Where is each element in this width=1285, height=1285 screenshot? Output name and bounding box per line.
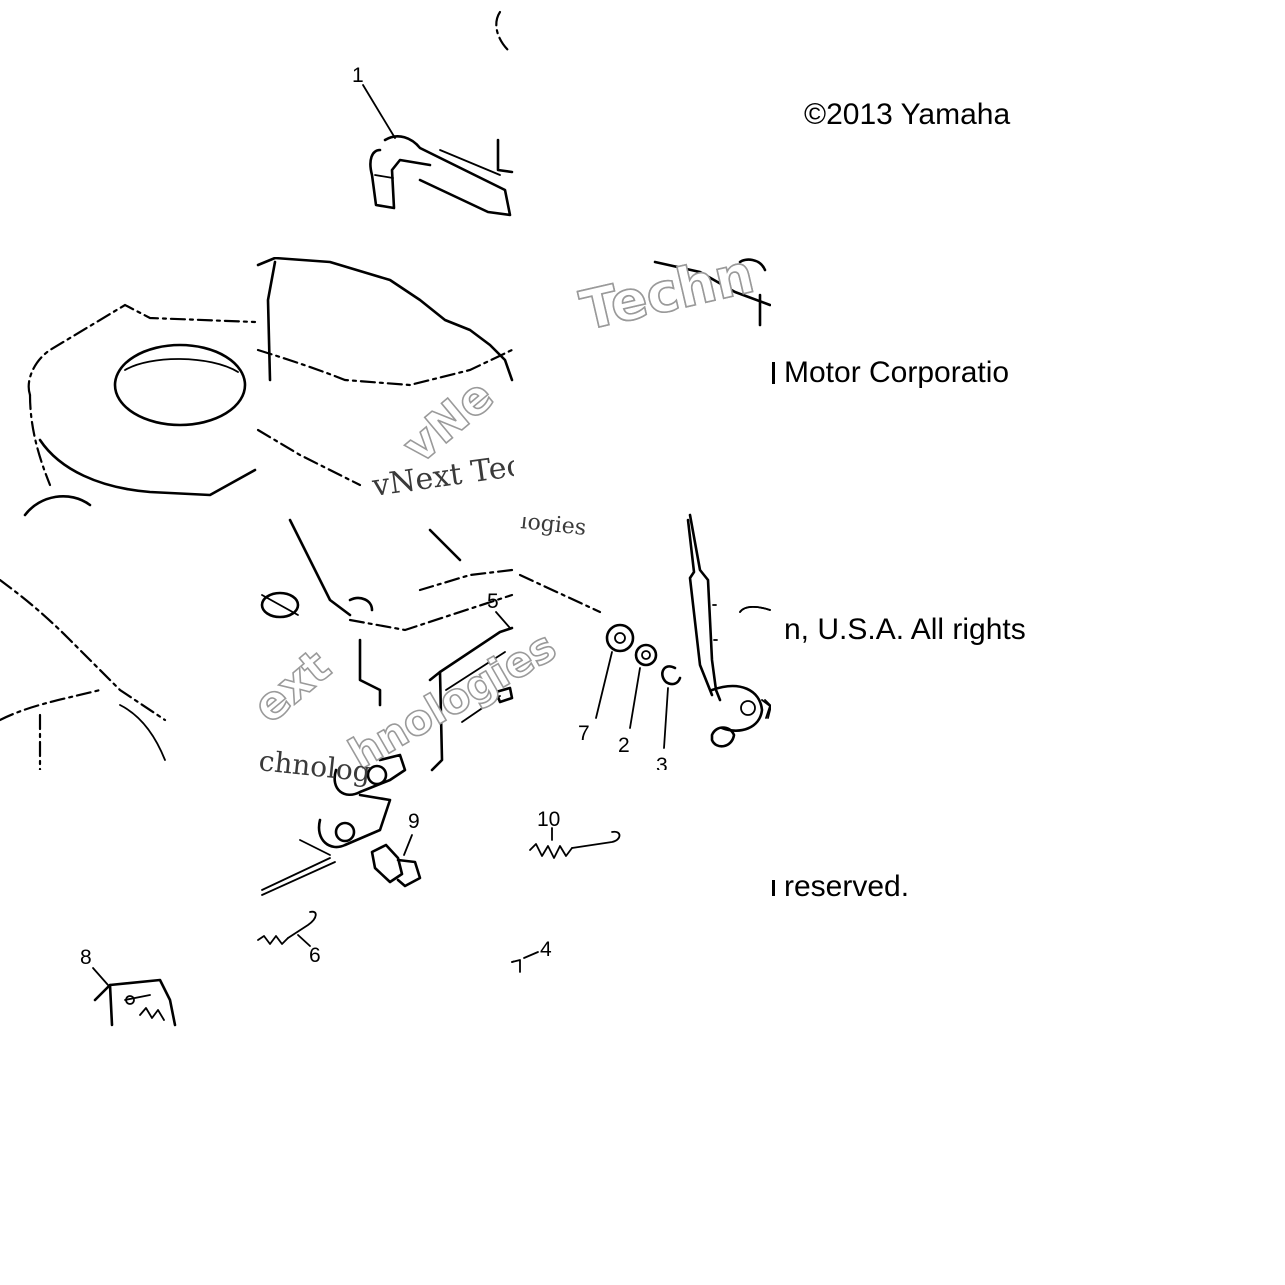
part-3-clip — [661, 665, 682, 686]
tile-blank — [514, 770, 771, 1028]
part-8-bracket — [93, 978, 177, 1027]
watermark-brand-b: hnologies — [341, 621, 565, 778]
engine-block — [256, 256, 602, 707]
callout-3: 3 — [656, 754, 668, 777]
tile-blank — [514, 257, 538, 517]
callout-7: 7 — [578, 722, 590, 745]
leader-4-visible — [523, 951, 539, 959]
callout-6: 6 — [309, 944, 321, 967]
tile-blank — [257, 980, 514, 1028]
callout-1: 1 — [352, 64, 364, 87]
part-4-edge-visible — [511, 959, 521, 973]
text-fragment-mark — [772, 880, 775, 896]
copyright-line-4: reserved. — [784, 870, 909, 903]
part-1-pin — [369, 10, 514, 217]
part-2-washer — [634, 643, 658, 667]
callout-10-visible: 10 — [537, 808, 560, 831]
callout-2: 2 — [618, 734, 630, 757]
leader-6 — [297, 934, 311, 947]
tile-blank — [514, 0, 771, 257]
top-right-tile-fragment — [653, 258, 787, 719]
watermark-brand-e: ext — [242, 639, 340, 734]
text-fragment-mark — [772, 362, 775, 384]
linkage-bracket — [261, 626, 514, 896]
leader-1 — [362, 84, 396, 139]
tile-blank — [0, 0, 257, 257]
watermark-brand-a: vNext Tec — [369, 448, 525, 504]
leader-9 — [403, 834, 413, 856]
leader-3 — [663, 687, 669, 749]
copyright-line-3: n, U.S.A. All rights — [784, 613, 1026, 646]
part-9-bolt — [370, 843, 422, 888]
callout-9: 9 — [408, 810, 420, 833]
callout-4-visible: 4 — [540, 938, 552, 961]
tile-blank — [1028, 0, 1285, 1285]
leader-7 — [595, 651, 613, 719]
callout-8: 8 — [80, 946, 92, 969]
copyright-line-2: Motor Corporatio — [784, 356, 1009, 389]
leader-5 — [495, 611, 511, 629]
callout-5: 5 — [487, 590, 499, 613]
leader-2 — [629, 667, 641, 729]
tile-blank — [0, 770, 257, 910]
part-7-washer — [605, 623, 635, 653]
leader-8 — [92, 967, 109, 986]
part-6-spring — [257, 910, 317, 945]
tile-blank — [257, 0, 345, 257]
copyright-line-1: ©2013 Yamaha — [804, 98, 1010, 131]
throttle-lever — [686, 513, 771, 748]
engine-cover — [0, 303, 257, 772]
part-10-spring-visible — [529, 827, 621, 859]
